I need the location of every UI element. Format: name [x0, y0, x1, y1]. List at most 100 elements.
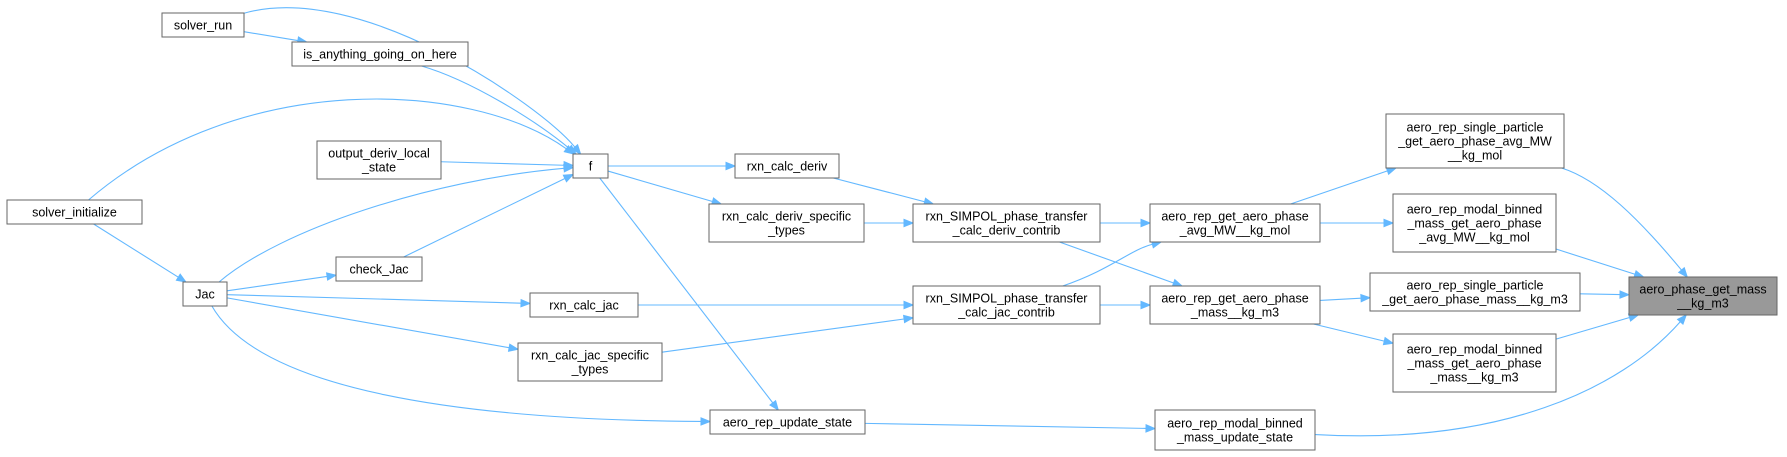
edge-aero-phase-get-mass-to-aero-rep-single-particle-get-aero-phase-mass-kg-m3 — [1579, 290, 1631, 299]
edge-line — [1555, 248, 1636, 275]
node-box — [182, 281, 228, 307]
node-label: __kg_m3 — [1676, 297, 1728, 311]
edge-aero-rep-single-particle-get-aero-phase-mass-kg-m3-to-aero-rep-get-aero-phase-mass-kg-m3 — [1319, 293, 1372, 303]
node-label: output_deriv_local — [328, 147, 429, 161]
node-aero-rep-modal-binned-mass-update-state[interactable]: aero_rep_modal_binned_mass_update_state — [1154, 409, 1316, 451]
node-aero-rep-single-particle-get-aero-phase-mass-kg-m3[interactable]: aero_rep_single_particle_get_aero_phase_… — [1369, 272, 1581, 312]
edge-line — [1319, 297, 1362, 301]
node-box — [572, 153, 609, 179]
edge-rxn-simpol-phase-transfer-calc-jac-contrib-to-rxn-calc-jac-specific-types — [661, 314, 915, 353]
node-label: __kg_mol — [1447, 149, 1502, 163]
node-rxn-calc-deriv[interactable]: rxn_calc_deriv — [734, 153, 840, 179]
edge-line — [1062, 243, 1153, 287]
node-aero-rep-get-aero-phase-avg-mw-kg-mol[interactable]: aero_rep_get_aero_phase_avg_MW__kg_mol — [1149, 203, 1321, 243]
edge-rxn-simpol-phase-transfer-calc-jac-contrib-to-rxn-calc-jac — [638, 300, 915, 310]
node-label: solver_initialize — [32, 206, 117, 220]
edge-aero-rep-update-state-to-f — [599, 177, 780, 412]
edge-line — [226, 297, 510, 349]
node-box — [6, 199, 143, 225]
edge-line — [1313, 323, 1385, 342]
node-label: solver_run — [174, 19, 232, 33]
node-label: _mass_update_state — [1176, 431, 1293, 445]
node-box — [1369, 272, 1581, 312]
arrowhead-icon — [1360, 293, 1372, 303]
node-label: f — [589, 160, 593, 174]
arrowhead-icon — [562, 173, 575, 183]
edge-line — [440, 161, 565, 166]
edge-rxn-calc-jac-specific-types-to-jac — [226, 297, 520, 352]
node-label: _get_aero_phase_avg_MW — [1397, 135, 1552, 149]
arrowhead-icon — [1676, 313, 1688, 325]
edge-check-jac-to-jac — [226, 272, 338, 292]
node-label: _types — [767, 224, 805, 238]
node-f[interactable]: f — [572, 153, 609, 179]
node-box — [1392, 333, 1557, 393]
node-box — [734, 153, 840, 179]
edge-rxn-simpol-phase-transfer-calc-deriv-contrib-to-rxn-calc-deriv — [833, 177, 935, 206]
node-box — [291, 41, 469, 67]
node-label: _state — [361, 161, 396, 175]
edge-rxn-simpol-phase-transfer-calc-deriv-contrib-to-rxn-calc-deriv-specific-types — [864, 218, 915, 228]
arrowhead-icon — [175, 273, 188, 283]
arrowhead-icon — [520, 298, 532, 308]
node-aero-phase-get-mass[interactable]: aero_phase_get_mass__kg_m3 — [1628, 276, 1778, 316]
node-label: aero_phase_get_mass — [1639, 283, 1766, 297]
edge-line — [218, 167, 565, 283]
node-box — [316, 140, 442, 180]
edge-line — [1579, 293, 1621, 296]
node-label: _types — [571, 363, 609, 377]
arrowhead-icon — [1382, 336, 1395, 346]
arrowhead-icon — [1140, 300, 1152, 310]
edge-line — [1555, 317, 1630, 340]
node-check-jac[interactable]: check_Jac — [335, 256, 423, 282]
node-label: aero_rep_modal_binned — [1407, 203, 1543, 217]
edge-f-to-output-deriv-local-state — [440, 160, 575, 170]
node-label: check_Jac — [349, 263, 408, 277]
edge-rxn-calc-jac-to-jac — [226, 294, 532, 308]
node-rxn-simpol-phase-transfer-calc-jac-contrib[interactable]: rxn_SIMPOL_phase_transfer_calc_jac_contr… — [912, 285, 1101, 325]
node-aero-rep-get-aero-phase-mass-kg-m3[interactable]: aero_rep_get_aero_phase_mass__kg_m3 — [1149, 285, 1321, 325]
node-box — [912, 285, 1101, 325]
arrowhead-icon — [769, 399, 780, 412]
arrowhead-icon — [507, 343, 520, 352]
node-aero-rep-modal-binned-mass-get-aero-phase-avg-mw-kg-mol[interactable]: aero_rep_modal_binned_mass_get_aero_phas… — [1392, 193, 1557, 253]
edge-line — [211, 305, 702, 423]
node-solver-run[interactable]: solver_run — [161, 12, 245, 38]
node-rxn-calc-jac[interactable]: rxn_calc_jac — [529, 292, 639, 318]
edge-aero-rep-update-state-to-jac — [211, 305, 712, 426]
node-label: aero_rep_get_aero_phase — [1161, 210, 1308, 224]
node-box — [912, 203, 1101, 243]
edge-f-to-solver-initialize — [88, 98, 575, 201]
node-jac[interactable]: Jac — [182, 281, 228, 307]
node-aero-rep-update-state[interactable]: aero_rep_update_state — [709, 409, 866, 435]
edge-f-to-is-anything-going-on-here — [421, 65, 578, 155]
node-box — [335, 256, 423, 282]
edge-aero-phase-get-mass-to-aero-rep-modal-binned-mass-get-aero-phase-mass-kg-m3 — [1555, 313, 1640, 340]
nodes-layer: solver_run is_anything_going_on_hereoutpu… — [6, 12, 1778, 451]
node-output-deriv-local-state[interactable]: output_deriv_local_state — [316, 140, 442, 180]
edge-line — [93, 223, 179, 278]
node-rxn-simpol-phase-transfer-calc-deriv-contrib[interactable]: rxn_SIMPOL_phase_transfer_calc_deriv_con… — [912, 203, 1101, 243]
arrowhead-icon — [1619, 290, 1631, 299]
node-solver-initialize[interactable]: solver_initialize — [6, 199, 143, 225]
node-is-anything-going-on-here[interactable]: is_anything_going_on_here — [291, 41, 469, 67]
node-aero-rep-single-particle-get-aero-phase-avg-mw-kg-mol[interactable]: aero_rep_single_particle_get_aero_phase_… — [1385, 113, 1565, 169]
node-aero-rep-modal-binned-mass-get-aero-phase-mass-kg-m3[interactable]: aero_rep_modal_binned_mass_get_aero_phas… — [1392, 333, 1557, 393]
node-label: rxn_calc_jac — [549, 299, 618, 313]
arrowhead-icon — [325, 272, 338, 281]
node-rxn-calc-jac-specific-types[interactable]: rxn_calc_jac_specific_types — [517, 342, 663, 382]
node-label: _calc_jac_contrib — [957, 306, 1055, 320]
edge-line — [1314, 321, 1681, 437]
edges-layer — [88, 7, 1689, 437]
node-label: is_anything_going_on_here — [303, 48, 457, 62]
node-label: aero_rep_get_aero_phase — [1161, 292, 1308, 306]
arrowhead-icon — [1145, 424, 1157, 433]
edge-line — [1059, 241, 1174, 284]
node-box — [708, 203, 865, 243]
node-box — [529, 292, 639, 318]
edge-line — [607, 170, 713, 203]
edge-line — [864, 422, 1147, 429]
node-label: aero_rep_modal_binned — [1407, 343, 1543, 357]
node-rxn-calc-deriv-specific-types[interactable]: rxn_calc_deriv_specific_types — [708, 203, 865, 243]
node-box — [1149, 203, 1321, 243]
